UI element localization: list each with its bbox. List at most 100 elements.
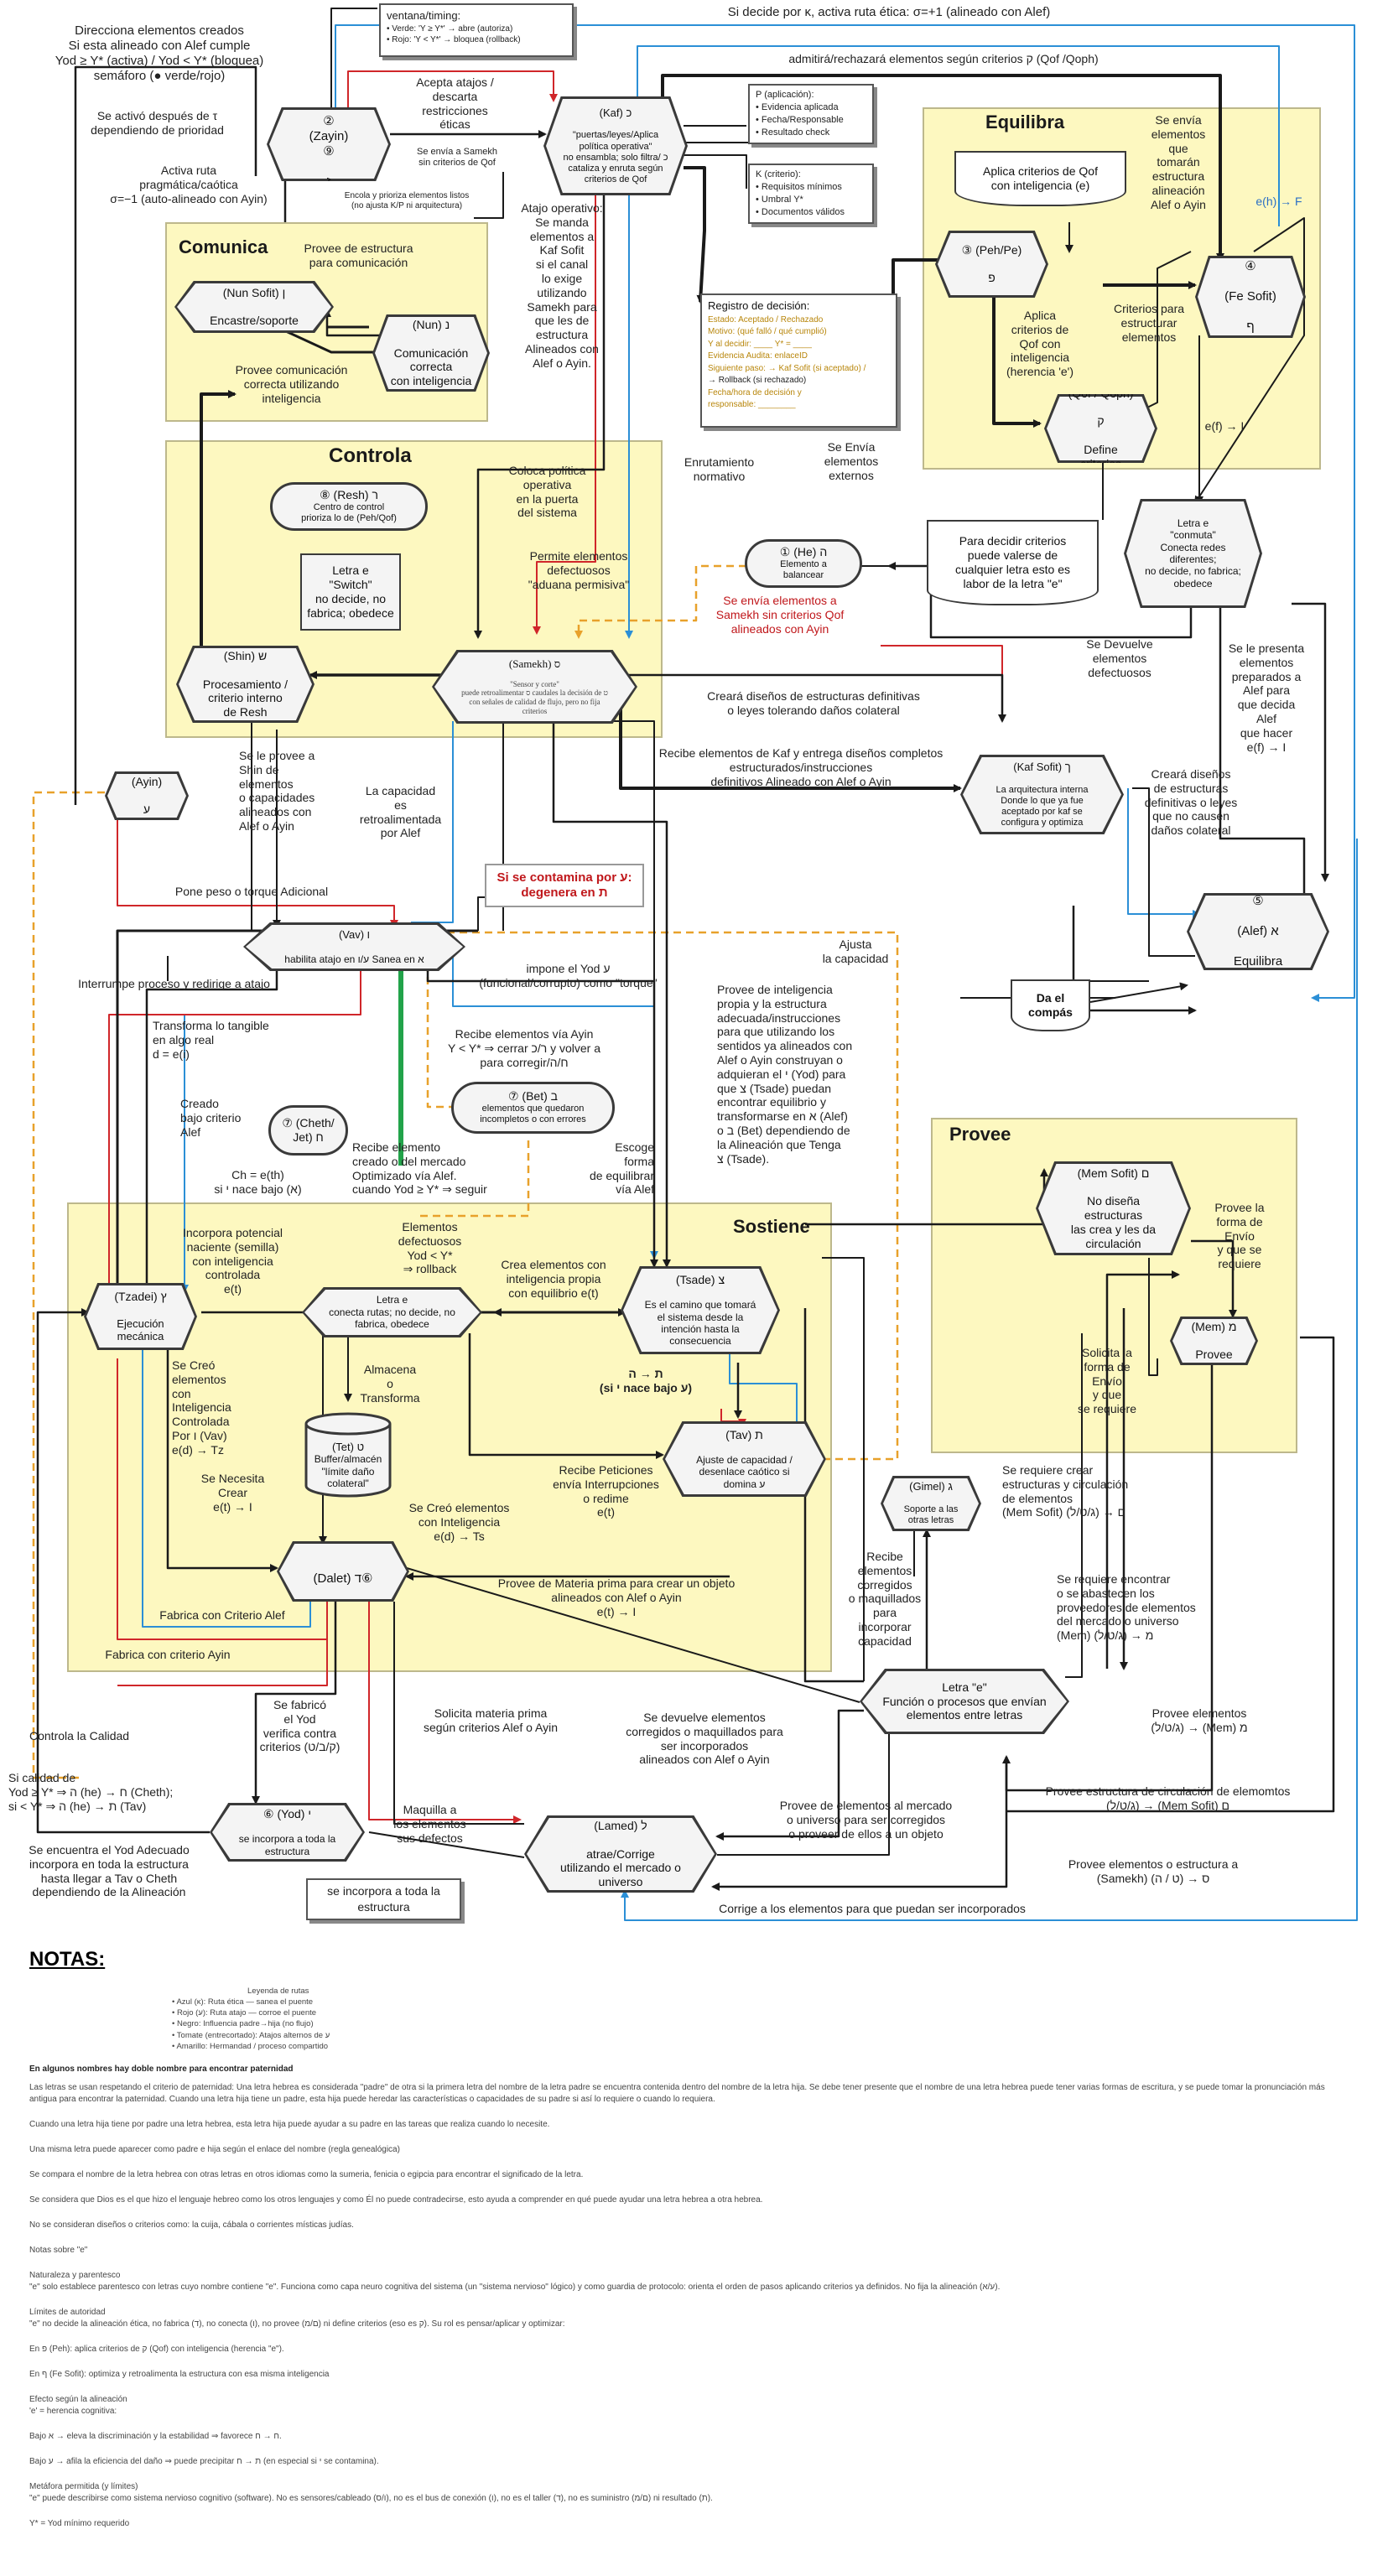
- label-si-calidad: Si calidad de Yod ≥ Y* ⇒ ה (he) → ח (Che…: [8, 1771, 174, 1813]
- node-letra-e-funcion[interactable]: Letra "e" Función o procesos que envían …: [860, 1669, 1069, 1734]
- node-yod-box: se incorpora a toda la estructura: [306, 1878, 461, 1920]
- lamed-desc: atrae/Corrige utilizando el mercado o un…: [560, 1846, 681, 1889]
- shin-name: (Shin) ש: [223, 649, 268, 663]
- node-vav[interactable]: (Vav) ו habilita atajo en ע/ו Sanea en א: [243, 922, 465, 971]
- node-cheth[interactable]: ⑦ (Cheth/ Jet) ח: [268, 1105, 348, 1156]
- node-kaf-text: (Kaf) כ "puertas/leyes/Aplica política o…: [551, 96, 679, 195]
- node-gimel[interactable]: (Gimel) ג Soporte a las otras letras: [881, 1476, 981, 1531]
- node-zayin[interactable]: ② (Zayin) ⑨ ז: [267, 107, 391, 181]
- label-aplica-criterios: Aplica criterios de Qof con inteligencia…: [1006, 309, 1074, 379]
- node-letra-e-switch[interactable]: Letra e "Switch" no decide, no fabrica; …: [300, 553, 401, 631]
- node-gimel-text: (Gimel) ג Soporte a las otras letras: [892, 1476, 970, 1531]
- node-lamed[interactable]: (Lamed) ל atrae/Corrige utilizando el me…: [524, 1815, 717, 1893]
- node-kaf-sofit[interactable]: (Kaf Sofit) ך La arquitectura interna Do…: [960, 755, 1124, 834]
- legend-item: • Amarillo: Hermandad / proceso comparti…: [172, 2042, 329, 2052]
- node-gimel-fill: [883, 1478, 979, 1529]
- node-bet[interactable]: ⑦ (Bet) ב elementos que quedaron incompl…: [451, 1082, 615, 1134]
- legend-item-text: Tomate (entrecortado): Atajos alternos d…: [176, 2030, 330, 2040]
- letra-e-funcion-desc: Letra "e" Función o procesos que envían …: [882, 1680, 1047, 1722]
- nun-name: (Nun) נ: [412, 318, 450, 332]
- node-tet-cylinder[interactable]: [302, 1409, 394, 1501]
- node-dalet[interactable]: (Dalet) ד⑥: [277, 1541, 409, 1602]
- notes-paragraph: Naturaleza y parentesco "e" solo estable…: [29, 2271, 1001, 2293]
- notes-title: NOTAS:: [29, 1948, 106, 1971]
- notes-paragraph: Se compara el nombre de la letra hebrea …: [29, 2170, 584, 2180]
- node-qof[interactable]: (Qof / Qoph) ק Define criterios: [1044, 394, 1157, 463]
- node-samekh-fill: [434, 652, 635, 721]
- legend-item: • Tomate (entrecortado): Atajos alternos…: [172, 2030, 330, 2040]
- legend-item: • Azul (κ): Ruta ética — sanea el puente: [172, 1997, 314, 2007]
- label-pone-peso: Pone peso o torque Adicional: [174, 885, 329, 898]
- cheth-text: ⑦ (Cheth/ Jet) ח: [282, 1116, 334, 1145]
- node-shin-text: (Shin) ש Procesamiento / criterio intern…: [191, 646, 299, 723]
- node-mem-sofit[interactable]: (Mem Sofit) ם No diseña estructuras las …: [1036, 1161, 1191, 1255]
- label-ch-eth: Ch = e(th) si י nace bajo (א): [214, 1168, 302, 1196]
- node-compas: Da el compás: [1011, 979, 1090, 1031]
- legend-item: • Rojo (ע): Ruta atajo — corroe el puent…: [172, 2008, 317, 2018]
- node-peh[interactable]: ③ (Peh/Pe) פ: [935, 231, 1048, 298]
- node-letra-conmuta[interactable]: Letra e "conmuta" Conecta redes diferent…: [1124, 499, 1262, 608]
- qof-glyph: ק: [1097, 414, 1105, 428]
- legend-title: Leyenda de rutas: [247, 1986, 309, 1996]
- node-yod[interactable]: ⑥ (Yod) י se incorpora a toda la estruct…: [210, 1803, 365, 1862]
- node-ayin-fill: [107, 774, 186, 818]
- label-criterios-estructurar: Criterios para estructurar elementos: [1113, 302, 1185, 344]
- label-e-f-i: e(f) → I: [1204, 419, 1245, 433]
- label-fabrica-ayin: Fabrica con criterio Ayin: [105, 1648, 231, 1661]
- node-ayin[interactable]: (Ayin) ע: [105, 771, 189, 820]
- node-shin[interactable]: (Shin) ש Procesamiento / criterio intern…: [176, 646, 315, 723]
- node-tzadei[interactable]: (Tzadei) ץ Ejecución mecánica: [84, 1283, 197, 1350]
- mem-desc: Provee: [1195, 1348, 1233, 1362]
- timing-box-line: • Verde: 'Y ≥ Y*' → abre (autoriza): [387, 23, 513, 34]
- peh-num: ③: [961, 242, 973, 257]
- node-tzadei-fill: [86, 1285, 195, 1348]
- node-letra-conmuta-text: Letra e "conmuta" Conecta redes diferent…: [1133, 505, 1253, 601]
- label-coloca-politica: Coloca política operativa en la puerta d…: [508, 464, 586, 520]
- node-shin-fill: [179, 648, 312, 720]
- label-se-envia-ext: Se Envía elementos externos: [824, 440, 879, 482]
- label-requiere-encontrar: Se requiere encontrar o se abastecen los…: [1057, 1572, 1196, 1643]
- fe-sofit-num: ④: [1245, 259, 1256, 273]
- node-tsade[interactable]: (Tsade) צ Es el camino que tomará el sis…: [621, 1266, 780, 1354]
- node-nun-sofit-fill: [177, 283, 331, 330]
- contamina-text: Si se contamina por ע: degenera en ת: [496, 870, 632, 900]
- label-provee-materia: Provee de Materia prima para crear un ob…: [497, 1576, 736, 1618]
- mem-sofit-name: (Mem Sofit) ם: [1077, 1166, 1150, 1180]
- node-kaf[interactable]: (Kaf) כ "puertas/leyes/Aplica política o…: [543, 96, 688, 195]
- registro-line: → Rollback (si rechazado): [708, 376, 807, 386]
- node-tav-text: (Tav) ת Ajuste de capacidad / desenlace …: [684, 1421, 804, 1497]
- node-letra-e-funcion-fill: [862, 1671, 1067, 1732]
- yod-name: (Yod) י: [277, 1807, 311, 1821]
- label-recibe-ayin: Recibe elementos vía Ayin Y < Y* ⇒ cerra…: [447, 1027, 601, 1069]
- label-recibe-kaf: Recibe elementos de Kaf y entrega diseño…: [658, 746, 944, 788]
- label-escoge-forma: Escoge forma de equilibrar vía Alef: [589, 1140, 654, 1197]
- node-samekh[interactable]: (Samekh) ס "Sensor y corte" puede retroa…: [432, 650, 637, 724]
- node-mem-sofit-text: (Mem Sofit) ם No diseña estructuras las …: [1059, 1161, 1167, 1255]
- label-provee-mercado: Provee de elementos al mercado o univers…: [779, 1799, 953, 1841]
- node-qof-fill: [1047, 397, 1155, 460]
- node-nun[interactable]: (Nun) נ Comunicación correcta con inteli…: [372, 314, 490, 392]
- zayin-name: (Zayin): [309, 129, 349, 143]
- node-alef-fill: [1189, 896, 1327, 968]
- notes-paragraph: En ף (Fe Sofit): optimiza y retroaliment…: [29, 2370, 330, 2380]
- node-lamed-text: (Lamed) ל atrae/Corrige utilizando el me…: [548, 1815, 693, 1893]
- node-he[interactable]: ① (He) ה Elemento a balancear: [745, 539, 862, 588]
- node-aplica-qof[interactable]: Aplica criterios de Qof con inteligencia…: [954, 151, 1126, 206]
- node-tav[interactable]: (Tav) ת Ajuste de capacidad / desenlace …: [663, 1421, 826, 1497]
- notes-paragraph: Y* = Yod mínimo requerido: [29, 2519, 130, 2529]
- label-incorpora-potencial: Incorpora potencial naciente (semilla) c…: [182, 1226, 283, 1296]
- label-solicita-forma: Solicita la forma de Envío y que se requ…: [1077, 1346, 1137, 1416]
- alef-num: ⑤: [1252, 894, 1264, 908]
- node-alef[interactable]: ⑤ (Alef) א Equilibra: [1187, 893, 1329, 970]
- zone-title-sostiene: Sostiene: [733, 1216, 810, 1237]
- node-nun-sofit[interactable]: (Nun Sofit) ן Encastre/soporte: [174, 281, 334, 333]
- node-mem[interactable]: (Mem) מ Provee: [1170, 1317, 1258, 1365]
- label-encola: Encola y prioriza elementos listos (no a…: [344, 191, 470, 210]
- node-resh[interactable]: ⑧ (Resh) ר Centro de control prioriza lo…: [270, 482, 428, 531]
- label-crea-elementos: Crea elementos con inteligencia propia c…: [501, 1258, 606, 1300]
- registro-line: Y al decidir: ____ Y* = ____: [708, 339, 812, 349]
- cheth-name: (Cheth/ Jet) ח: [293, 1116, 335, 1144]
- node-letra-e-conecta[interactable]: Letra e conecta rutas; no decide, no fab…: [302, 1287, 482, 1337]
- node-fe-sofit[interactable]: ④ (Fe Sofit) ף: [1195, 256, 1306, 338]
- label-provee-inteligencia: Provee de inteligencia propia y la estru…: [717, 983, 853, 1166]
